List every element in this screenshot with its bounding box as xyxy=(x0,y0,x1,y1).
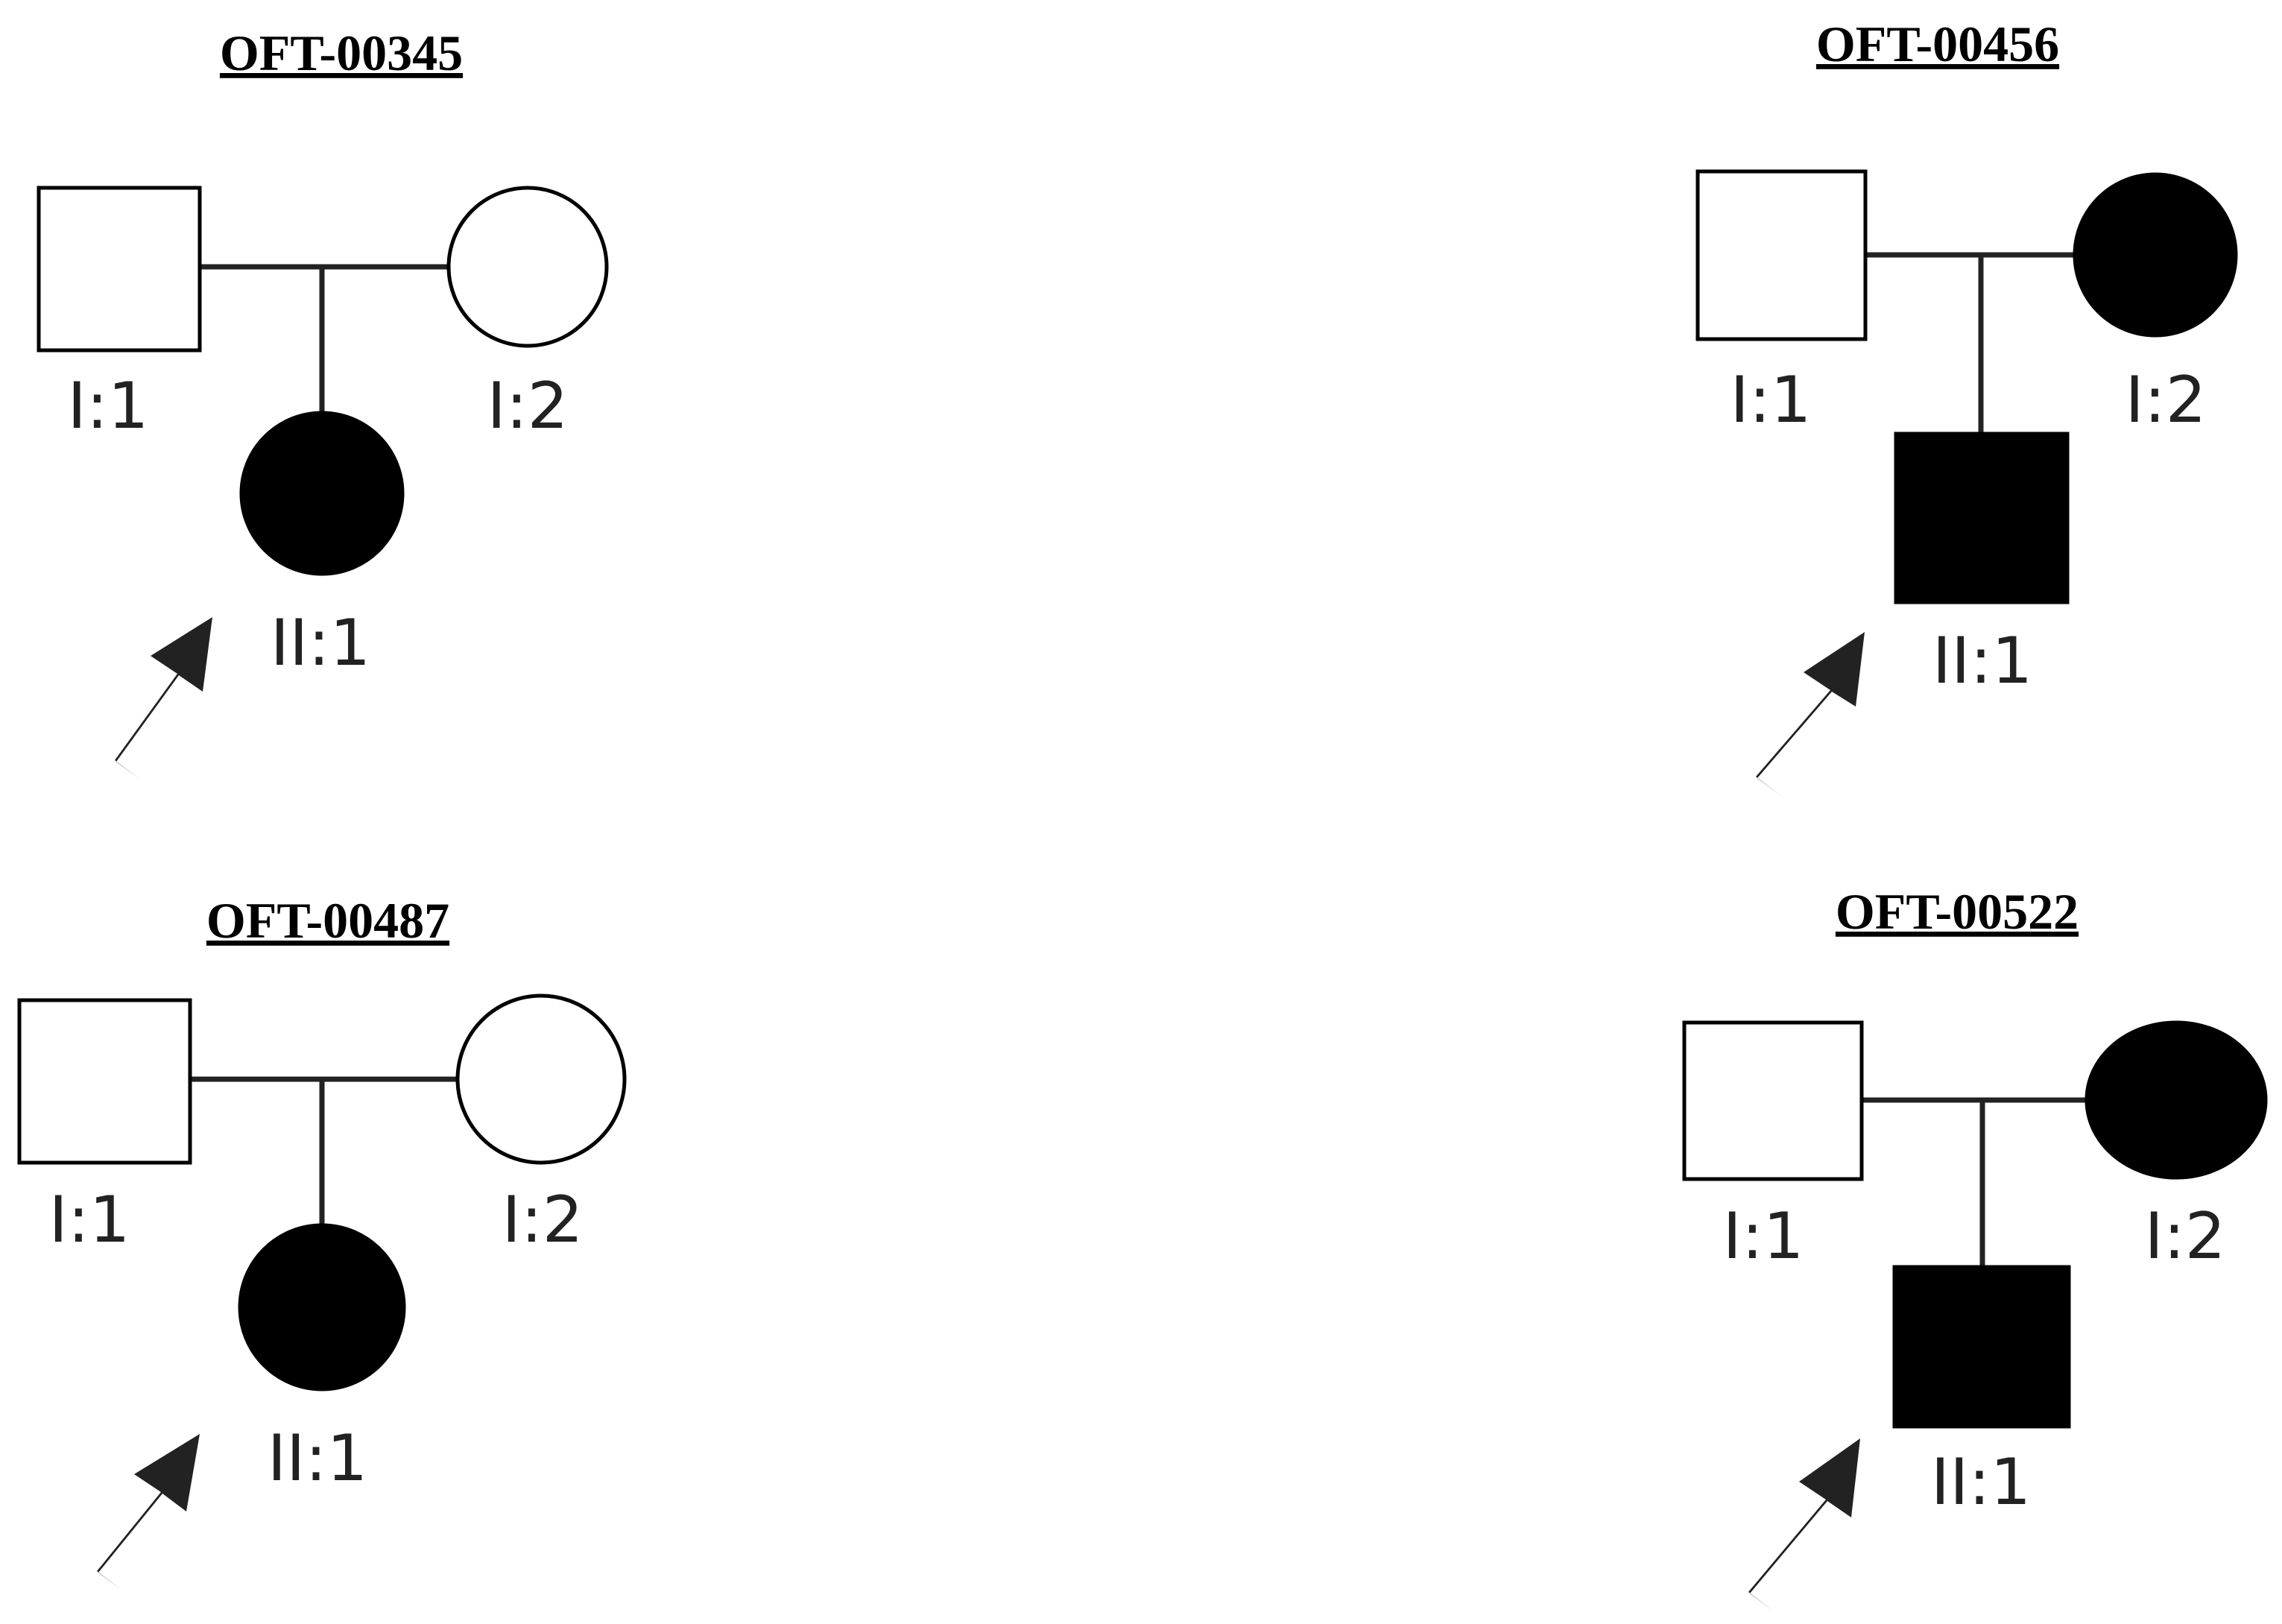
proband-arrow-icon xyxy=(1756,632,1865,796)
proband-arrow-icon xyxy=(97,1434,200,1590)
member-label: I:2 xyxy=(2144,1199,2225,1274)
member-label: II:1 xyxy=(1932,624,2032,698)
member-label: II:1 xyxy=(1931,1445,2031,1520)
female-unaffected-symbol xyxy=(446,186,609,348)
female-affected-symbol xyxy=(239,411,405,576)
female-affected-symbol xyxy=(2085,1020,2268,1180)
proband-arrow-icon xyxy=(115,617,212,780)
pedigree-oft-00522: OFT-00522 I:1 I:2 II:1 xyxy=(1682,883,2268,1611)
male-affected-symbol xyxy=(1892,1265,2071,1429)
member-label: I:1 xyxy=(48,1183,130,1257)
member-label: I:2 xyxy=(487,369,568,443)
member-label: II:1 xyxy=(268,1421,367,1496)
member-label: I:2 xyxy=(502,1183,583,1257)
family-id-title: OFT-00345 xyxy=(220,25,463,81)
male-affected-symbol xyxy=(1894,432,2070,604)
female-affected-symbol xyxy=(2073,172,2238,338)
proband-arrow-icon xyxy=(1748,1438,1860,1611)
family-id-title: OFT-00487 xyxy=(206,892,449,949)
pedigree-oft-00487: OFT-00487 I:1 I:2 II:1 xyxy=(17,892,627,1590)
pedigree-oft-00345: OFT-00345 I:1 I:2 II:1 xyxy=(37,25,609,780)
member-label: II:1 xyxy=(271,606,370,680)
family-id-title: OFT-00522 xyxy=(1836,883,2079,940)
female-unaffected-symbol xyxy=(455,993,627,1165)
male-unaffected-symbol xyxy=(17,998,192,1165)
female-affected-symbol xyxy=(238,1223,406,1391)
male-unaffected-symbol xyxy=(37,186,202,353)
male-unaffected-symbol xyxy=(1695,169,1868,341)
member-label: I:1 xyxy=(67,369,148,443)
male-unaffected-symbol xyxy=(1682,1020,1864,1181)
member-label: I:2 xyxy=(2125,363,2206,437)
family-id-title: OFT-00456 xyxy=(1816,16,2059,72)
member-label: I:1 xyxy=(1722,1199,1804,1274)
member-label: I:1 xyxy=(1730,363,1811,437)
pedigree-oft-00456: OFT-00456 I:1 I:2 II:1 xyxy=(1695,16,2238,796)
